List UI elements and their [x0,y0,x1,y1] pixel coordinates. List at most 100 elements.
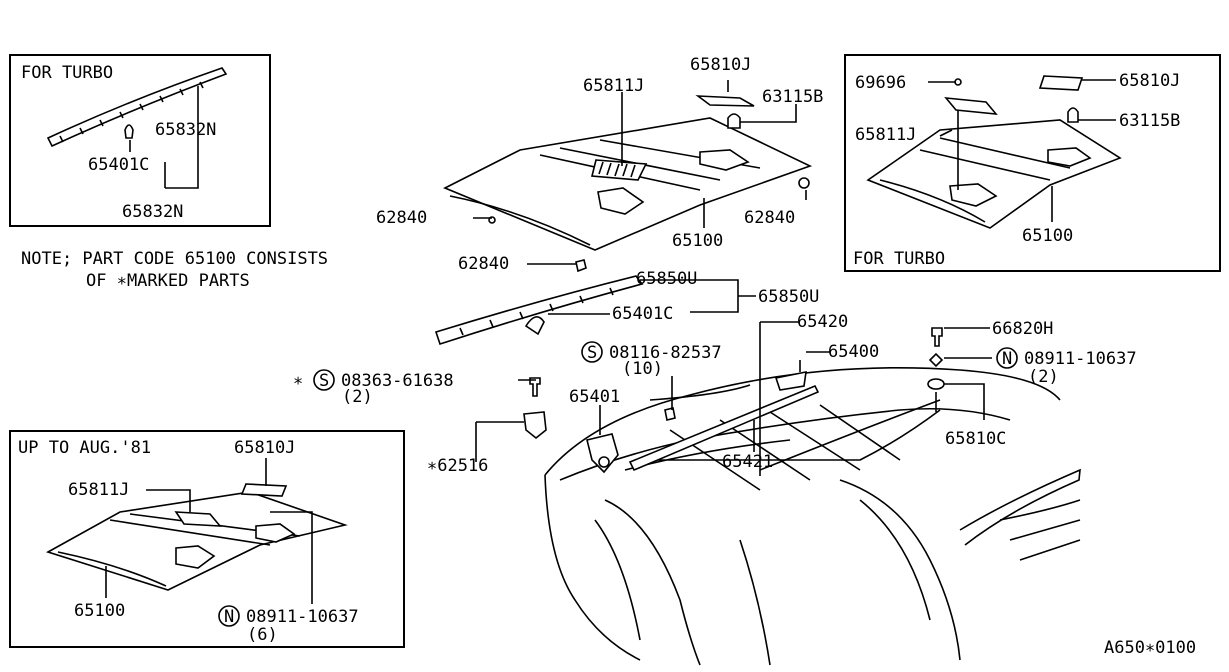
box-label: FOR TURBO [21,63,113,83]
callout-65100: 65100 [672,231,723,251]
cutout [949,183,998,207]
callout-62840: 62840 [376,208,427,228]
box-label: UP TO AUG.'81 [18,438,151,458]
cutout-right [699,149,750,171]
hinge-bolt [598,456,610,468]
screw-62840 [575,259,587,273]
guide-rail-65421 [628,384,820,472]
circled-n-letter: N [1002,349,1012,369]
callout-65400: 65400 [828,342,879,362]
clip-drawing [124,124,134,139]
vent-65811j [174,511,222,527]
circled-n-letter: N [224,607,234,627]
box-frame [9,54,271,227]
bolt-08363 [529,377,541,397]
callout-62516: ∗62516 [427,456,488,476]
pillar-line [739,539,771,666]
leader-lines [475,321,992,476]
callout-65401c: 65401C [88,155,149,175]
note: NOTE; PART CODE 65100 CONSISTS OF ∗MARKE… [21,249,328,291]
box-turbo-rail: FOR TURBO 65832N 65401C 65832N [9,54,271,227]
callout-65811j: 65811J [855,125,916,145]
leader-lines [548,279,756,315]
car-body: 65420 66820H 65400 N 08911-10637 (2) S 0… [293,312,1137,666]
circled-n-symbol [996,347,1018,369]
callout-65832n: 65832N [122,202,183,222]
rear-roof [649,384,751,401]
callout-62840: 62840 [744,208,795,228]
callout-65401: 65401 [569,387,620,407]
box-frame [9,430,405,648]
callout-62840: 62840 [458,254,509,274]
cutout [175,545,216,569]
cutout [255,523,296,543]
pad-65810c [927,378,945,390]
callout-08116-82537: 08116-82537 [609,343,722,363]
callout-65832n: 65832N [155,120,216,140]
callout-qty: (2) [342,387,373,407]
rail-ribs [59,81,204,143]
roof-rail-main: 65850U 65850U 65401C [434,269,819,346]
callout-star: ∗ [293,371,303,391]
cutout [1047,147,1092,167]
callout-63115b: 63115B [1119,111,1180,131]
callout-65420: 65420 [797,312,848,332]
bolt-66820h [931,327,943,347]
nut-08911 [928,352,944,368]
roof-line [559,407,1011,481]
callout-08911-10637: 08911-10637 [246,607,359,627]
callout-08911-10637: 08911-10637 [1024,349,1137,369]
callout-qty: (10) [622,359,663,379]
roof-bars [669,404,901,491]
note-line-2: OF ∗MARKED PARTS [86,271,250,291]
callout-66820h: 66820H [992,319,1053,339]
callout-qty: (6) [247,625,278,645]
glass-line [759,399,941,471]
callout-65811j: 65811J [68,480,129,500]
fender-lines [594,499,701,666]
box-frame [844,54,1221,272]
box-label: FOR TURBO [853,249,945,269]
screw-62840 [798,177,810,189]
callout-65850u: 65850U [636,269,697,289]
box-aug81: UP TO AUG.'81 65810J 65811J 65100 N 0891… [9,430,405,648]
callout-65811j: 65811J [583,76,644,96]
headlining-panel [866,119,1122,229]
clip-63115b [1067,107,1079,123]
callout-63115b: 63115B [762,87,823,107]
bracket-62516 [523,411,547,440]
roof-rail-drawing [46,67,228,148]
callout-65810c: 65810C [945,429,1006,449]
leader-lines [928,79,1116,222]
leader-lines [105,458,313,604]
circled-s-symbol [581,341,603,363]
callout-65421: 65421 [722,452,773,472]
clip-63115b [727,113,741,129]
reference-code: A650∗0100 [1104,638,1196,658]
wiper [959,468,1081,546]
headlining-main: 65811J 65810J 63115B 62840 62840 62840 6… [376,55,823,274]
headlining-panel [45,491,348,591]
pad-65810j [240,483,288,497]
pad-65810j [695,95,755,107]
rail-ribs [459,287,614,336]
headlining-contours [879,137,1071,223]
callout-65810j: 65810J [690,55,751,75]
windshield [839,479,961,661]
callout-65100: 65100 [74,601,125,621]
circled-s-symbol [313,369,335,391]
callout-69696: 69696 [855,73,906,93]
callout-65100: 65100 [1022,226,1073,246]
callout-65810j: 65810J [1119,71,1180,91]
hood-lines [999,499,1081,561]
leader-lines [473,80,807,265]
vent-65811j [944,97,998,115]
pad-65810j [1038,75,1084,91]
circled-n-symbol [218,605,240,627]
box-turbo-roof: 69696 65810J 65811J 63115B 65100 FOR TUR… [844,54,1221,272]
lock-65400 [774,370,807,391]
headlining-panel [443,117,813,251]
vent-slats [598,161,636,178]
